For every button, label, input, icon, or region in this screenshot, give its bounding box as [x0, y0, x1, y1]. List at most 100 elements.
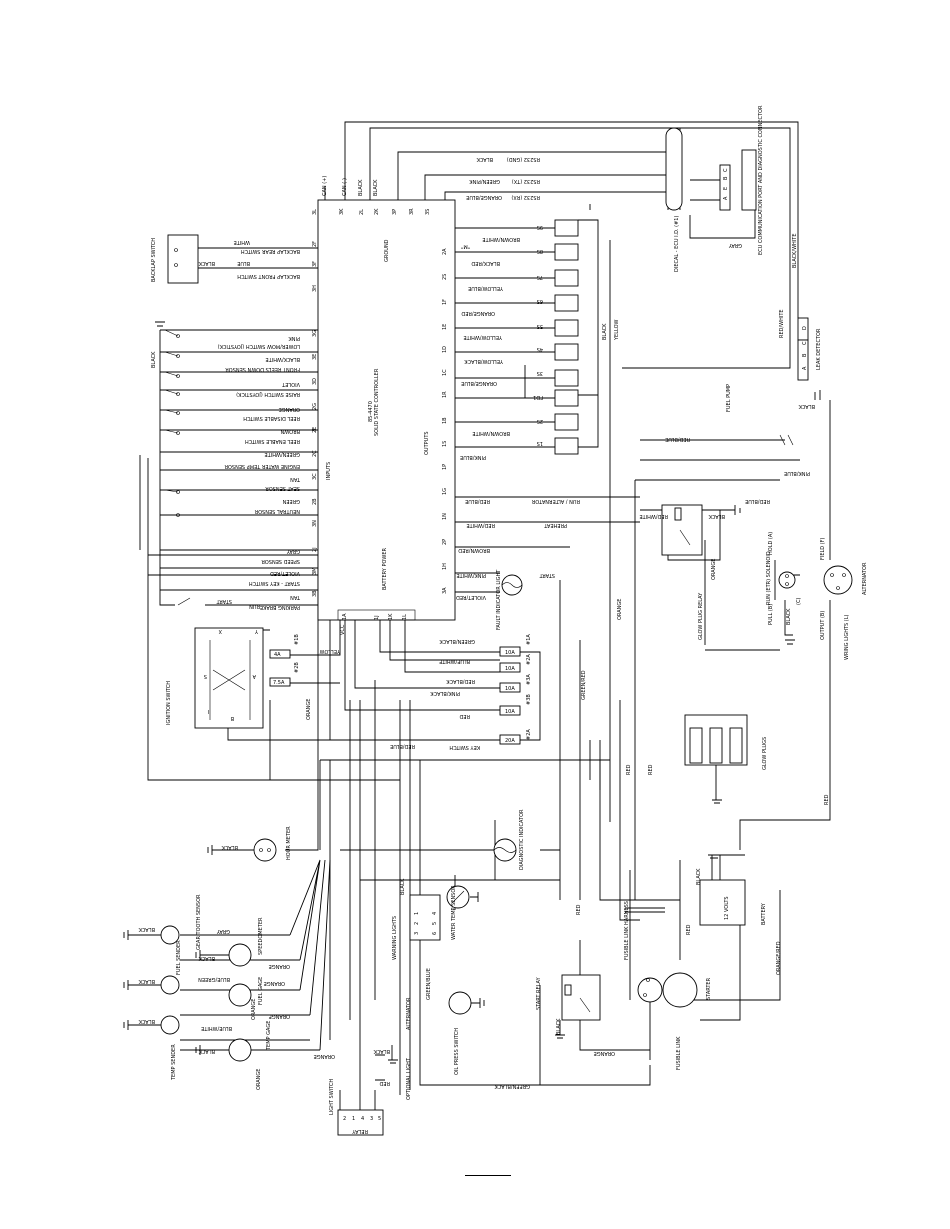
wire-label: ORANGE — [279, 406, 300, 412]
wire-label: 10A — [505, 686, 515, 692]
wire-label: RED — [824, 794, 830, 805]
wire-label: 10A — [505, 709, 515, 715]
wire-label: 1S — [537, 440, 543, 446]
wire-label: ORANGE — [617, 599, 623, 620]
wire-label: 1P — [442, 464, 448, 470]
wire-label: BLACK — [358, 179, 364, 196]
wire-label: #2A — [526, 729, 532, 740]
wire-label: RS232 (GND) — [507, 156, 540, 162]
output-relays: 9S 8S 7S 6S 5S 4S 3S FD1 2S 1S — [533, 219, 579, 455]
warning-lights: 1 2 3 4 5 6 WARNING LIGHTS BLACK — [392, 878, 441, 960]
wire-label: #3A — [526, 674, 532, 685]
wire-label: 1K — [388, 613, 394, 620]
wire-label: A — [723, 196, 729, 200]
wire-label: BLUE/WHITE — [439, 658, 470, 664]
wire-label: X — [218, 628, 222, 634]
wire-label: 1A — [342, 613, 348, 620]
wire-label: ORANGE/RED — [461, 310, 495, 316]
wire-label: RS232 (RX) — [511, 194, 540, 200]
wires — [139, 121, 831, 1130]
wire-label: 1R — [442, 391, 448, 398]
page-number-rule — [465, 1175, 511, 1176]
ground-label: GROUND — [384, 239, 390, 262]
wire-label: BLACK — [708, 513, 725, 519]
wire-label: ORANGE — [306, 699, 312, 720]
wire-label: I — [208, 708, 209, 714]
controller-name: SOLID STATE CONTROLLER — [374, 368, 380, 436]
fault-light-label: FAULT INDICATOR LIGHT — [496, 569, 502, 630]
battery: 12 VOLTS BATTERY BLACK RED ORANGE/RED — [686, 854, 782, 975]
wire-label: A — [802, 366, 808, 370]
temp-gage-label: TEMP GAGE — [266, 1021, 272, 1051]
wire-label: 4S — [537, 346, 543, 352]
wire-label: GRAY — [728, 242, 742, 248]
wire-label: BLUE/WHITE — [201, 1025, 232, 1031]
wire-label: RED/WHITE — [639, 513, 668, 519]
inputs-label: INPUTS — [326, 462, 332, 480]
wire-label: BROWN — [280, 428, 300, 434]
oil-press-label: OIL PRESS SWITCH — [454, 1028, 460, 1075]
wire-label: B — [230, 715, 234, 721]
bottom-relay: 2 1 4 3 5 RELAY LIGHT SWITCH OPTIONAL LI… — [329, 1045, 412, 1136]
vcc-label: VCC — [340, 624, 346, 635]
wire-label: REEL ENABLE SWITCH — [245, 438, 300, 444]
wire-label: 2L — [359, 209, 365, 215]
wire-label: "M" — [461, 243, 470, 249]
wire-label: 1E — [442, 324, 448, 330]
input-switches — [155, 321, 191, 606]
light-switch-label: LIGHT SWITCH — [329, 1079, 335, 1115]
wire-label: 3S — [537, 370, 543, 376]
fusible-link-label: FUSIBLE LINK — [676, 1036, 682, 1070]
wire-label: RED — [648, 764, 654, 775]
wire-label: VIOLET/RED — [456, 594, 486, 600]
wire-label: C — [802, 341, 808, 345]
wire-label: SPEED SENSOR — [261, 558, 300, 564]
wire-label: 4A — [274, 652, 281, 658]
left-black-label: BLACK — [151, 351, 157, 368]
temp-sender-label: TEMP SENDER — [171, 1044, 177, 1081]
wire-label: 3A — [442, 587, 448, 594]
start-relay: START RELAY BLACK ORANGE — [536, 974, 615, 1056]
alternator-wire-label: ALTERNATOR — [406, 997, 412, 1030]
alternator-label: ALTERNATOR — [862, 562, 868, 595]
wire-label: RED — [459, 713, 470, 719]
wire-label: #3B — [526, 694, 532, 705]
wire-label: 2 — [414, 922, 420, 925]
wire-label: 1H — [442, 563, 448, 570]
fault-indicator-light: FAULT INDICATOR LIGHT — [496, 569, 523, 630]
wire-label: BLACK — [198, 260, 215, 266]
wire-label: BLACK — [198, 1048, 215, 1054]
controller-pin-labels: 3L 3K 2L 2K 3P 3R 3S 2F 3F 3H 3G 3E 3D 2… — [312, 208, 448, 620]
wire-label: 4 — [361, 1116, 364, 1122]
wire-label: START - KEY SWITCH — [249, 580, 300, 586]
wire-label: REEL DISABLE SWITCH — [243, 415, 300, 421]
wire-label: 2P — [442, 539, 448, 545]
wire-label: E — [723, 187, 729, 190]
wire-label: 3R — [409, 208, 415, 215]
wire-label: ORANGE/BLUE — [461, 380, 497, 386]
temp-sender: TEMP SENDER BLACK — [123, 1015, 180, 1081]
wire-label: 3S — [425, 209, 431, 215]
wire-label: GRAY — [286, 548, 300, 554]
top-labels: CAN (+) CAN (-) BLACK BLACK RS232 (GND) … — [322, 156, 540, 200]
water-temp-label: WATER TEMP SENSOR — [451, 885, 457, 940]
wire-label: 3N — [312, 520, 318, 527]
wire-label: 2J — [312, 547, 318, 552]
wire-label: YELLOW/BLACK — [464, 358, 504, 364]
ecu-connector: A E B C DIECAL - ECU I.D. (#1) ECU COMMU… — [665, 105, 798, 338]
wire-label: NEUTRAL SENSOR — [254, 508, 300, 514]
wire-label: ORANGE/BLUE — [466, 194, 502, 200]
wire-label: 2F — [312, 241, 318, 247]
alternator: ALTERNATOR FIELD (F) OUTPUT (B) WRING LI… — [820, 537, 868, 660]
wire-label: START — [216, 598, 232, 604]
wire-label: 1N — [442, 513, 448, 520]
wire-label: BLACK — [373, 179, 379, 196]
wire-label: B — [802, 353, 808, 357]
wire-label: 1F — [442, 299, 448, 305]
wire-label: LOWER/MOW SWITCH (JOYSTICK) — [218, 343, 300, 349]
wire-label: PARKING BRAKE — [260, 604, 300, 610]
wire-label: FIELD (F) — [820, 537, 826, 560]
glow-plugs: GLOW PLUGS — [684, 714, 768, 804]
water-temp-sensor: WATER TEMP SENSOR — [446, 885, 479, 940]
wire-label: 1S — [442, 441, 448, 447]
